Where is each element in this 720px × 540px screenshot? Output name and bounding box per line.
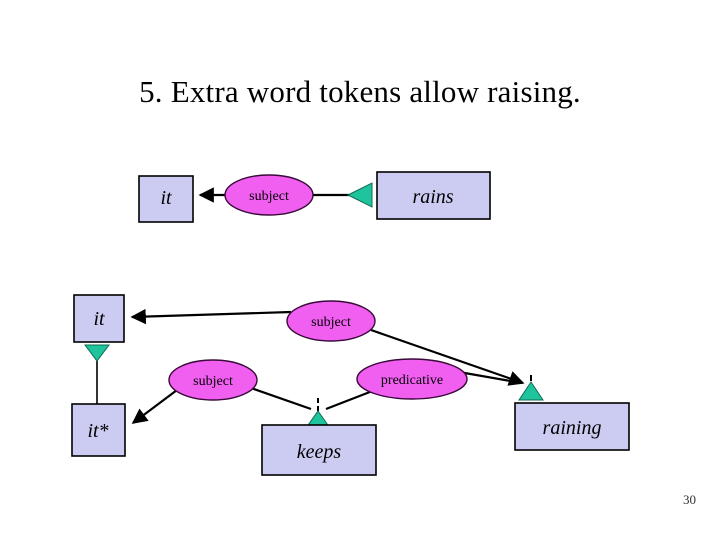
- page-title: 5. Extra word tokens allow raising.: [139, 74, 581, 109]
- node-rains-label: rains: [412, 186, 453, 208]
- node-it-mid-label: it: [93, 308, 105, 330]
- edge-subject-it-mid: [130, 308, 292, 325]
- node-predicative[interactable]: predicative: [356, 358, 468, 400]
- page-number: 30: [683, 492, 696, 507]
- edge-predicative-keeps: [325, 388, 376, 411]
- node-subject-low-label: subject: [193, 374, 233, 389]
- node-subject-mid[interactable]: subject: [286, 300, 376, 342]
- edge-predicative-raining: [458, 370, 523, 385]
- triangle-rains-left: [346, 182, 373, 208]
- edge-subject-raining: [370, 328, 525, 386]
- node-raining[interactable]: raining: [514, 402, 630, 451]
- node-it-top-label: it: [160, 187, 172, 209]
- node-subject-top-label: subject: [249, 189, 289, 204]
- node-it-star-label: it*: [87, 420, 108, 442]
- node-rains[interactable]: rains: [376, 171, 491, 220]
- node-subject-mid-label: subject: [311, 315, 351, 330]
- node-subject-low[interactable]: subject: [168, 359, 258, 401]
- node-keeps[interactable]: keeps: [261, 424, 377, 476]
- node-it-mid[interactable]: it: [73, 294, 125, 343]
- node-predicative-label: predicative: [381, 373, 443, 388]
- node-keeps-label: keeps: [297, 441, 342, 463]
- edge-subject-itstar: [131, 389, 178, 424]
- node-it-star[interactable]: it*: [71, 403, 126, 457]
- node-raining-label: raining: [543, 417, 602, 439]
- triangle-raining-up: [518, 381, 544, 401]
- node-subject-top[interactable]: subject: [224, 174, 314, 216]
- edge-subject-keeps: [250, 386, 312, 411]
- triangle-it-down: [84, 344, 110, 362]
- node-it-top[interactable]: it: [138, 175, 194, 223]
